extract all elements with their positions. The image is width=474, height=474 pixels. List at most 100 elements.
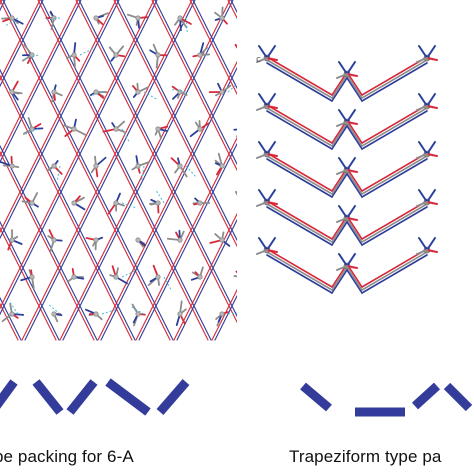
atom-bond	[258, 189, 268, 203]
atom	[219, 15, 225, 21]
atom	[9, 311, 15, 317]
atom	[219, 89, 225, 95]
layer-bond	[331, 74, 348, 99]
atom	[71, 274, 77, 280]
atom	[71, 200, 77, 206]
hydrogen-bond	[22, 54, 39, 61]
atom	[177, 15, 183, 21]
atom	[51, 237, 57, 243]
hydrogen-bond	[47, 303, 61, 315]
layer-bond	[346, 269, 363, 294]
layer-bond	[361, 206, 428, 246]
layer-bond	[266, 152, 333, 192]
atom	[9, 237, 15, 243]
atom-bond	[338, 205, 348, 219]
atom	[135, 89, 141, 95]
atom	[71, 52, 77, 58]
chain-line	[154, 0, 237, 166]
atom-bond	[338, 109, 348, 123]
layer-bond	[361, 251, 428, 291]
chain-line	[0, 150, 95, 341]
layer-bond	[266, 110, 333, 150]
atom-bond	[233, 128, 237, 131]
layer-bond	[266, 206, 333, 246]
atom	[197, 52, 203, 58]
atom-bond	[256, 105, 268, 111]
atom-bond	[266, 153, 278, 157]
chain-line	[151, 0, 237, 172]
hydrogen-bond	[101, 308, 118, 315]
atom	[155, 52, 161, 58]
layer-bond	[346, 170, 363, 195]
atom	[197, 200, 203, 206]
atom-bond	[266, 237, 276, 251]
atom-bond	[256, 201, 268, 207]
atom	[9, 15, 15, 21]
atom-bond	[346, 61, 356, 75]
atom-bond	[346, 253, 356, 267]
atom-bond	[418, 189, 428, 203]
right-panel: c Trapeziform type pa	[237, 0, 474, 474]
hydrogen-bond	[22, 128, 39, 136]
layer-bond	[331, 77, 348, 102]
atom-bond	[336, 73, 348, 79]
layer-bond	[331, 218, 348, 243]
layer-bond	[266, 203, 333, 243]
atom	[197, 274, 203, 280]
layer-bond	[331, 170, 348, 195]
atom-bond	[426, 189, 436, 203]
atom	[113, 52, 119, 58]
atom	[135, 15, 141, 21]
layer-bond	[361, 203, 428, 243]
schematic-bar	[0, 379, 18, 409]
atom	[113, 274, 119, 280]
layer-bond	[361, 59, 428, 99]
atom-bond	[336, 169, 348, 175]
atom-bond	[426, 141, 436, 155]
layer-bond	[346, 221, 363, 246]
hydrogen-bond	[8, 300, 19, 315]
atom	[29, 200, 35, 206]
atom	[113, 200, 119, 206]
right-caption: Trapeziform type pa	[289, 447, 442, 466]
atom-bond	[346, 169, 358, 173]
layer-bond	[266, 155, 333, 195]
atom-bond	[338, 61, 348, 75]
atom-bond	[416, 153, 428, 159]
atom-bond	[426, 201, 438, 205]
atom-bond	[338, 157, 348, 171]
hydrogen-bond	[4, 17, 19, 27]
chain-line	[0, 0, 82, 164]
atom	[155, 126, 161, 132]
atom-bond	[426, 45, 436, 59]
chain-line	[138, 142, 237, 341]
layer-bond	[346, 266, 363, 291]
layer-bond	[331, 269, 348, 294]
atom-bond	[426, 105, 438, 109]
hydrogen-bond	[121, 269, 137, 278]
atom-bond	[266, 141, 276, 155]
chain-line	[62, 0, 234, 341]
atom-bond	[426, 237, 436, 251]
atom-bond	[266, 93, 276, 107]
atom	[93, 311, 99, 317]
chain-line	[0, 0, 155, 310]
atom-bond	[336, 217, 348, 223]
chain-line	[37, 0, 209, 341]
schematic-bar	[300, 382, 332, 412]
layer-bond	[361, 104, 428, 144]
atom	[9, 163, 15, 169]
atom-bond	[426, 153, 438, 157]
zigzag-packing-image	[0, 0, 237, 341]
layer-bond	[266, 248, 333, 288]
chain-line	[0, 0, 120, 240]
atom-bond	[418, 45, 428, 59]
chain-line	[192, 0, 237, 90]
hydrogen-bond	[227, 312, 237, 315]
hydrogen-bond	[143, 91, 159, 101]
chain-line	[0, 226, 57, 341]
hydrogen-bond	[121, 202, 138, 209]
hydrogen-bond	[129, 305, 145, 315]
atom-bond	[256, 153, 268, 159]
atom	[29, 126, 35, 132]
